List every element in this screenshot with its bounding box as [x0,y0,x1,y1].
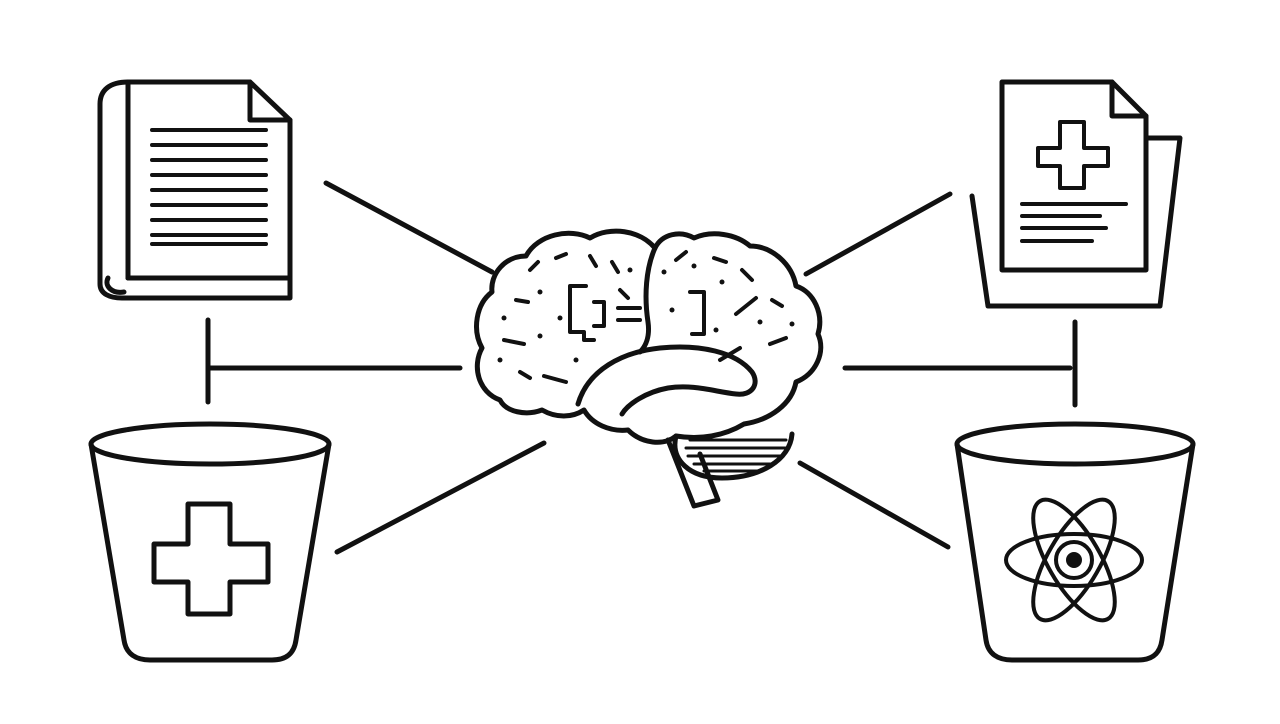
medical-cross-bucket-icon [88,421,332,663]
connector-book-brain [323,180,495,275]
connectors [205,180,1078,555]
connector-sciencebucket-brain [797,460,951,550]
connector-medbucket-brain [334,440,547,555]
atom-bucket-icon [954,421,1196,663]
book-icon [97,79,293,301]
brain-icon [474,228,824,509]
medical-document-folder-icon [969,79,1183,309]
connector-records-brain [803,191,953,277]
